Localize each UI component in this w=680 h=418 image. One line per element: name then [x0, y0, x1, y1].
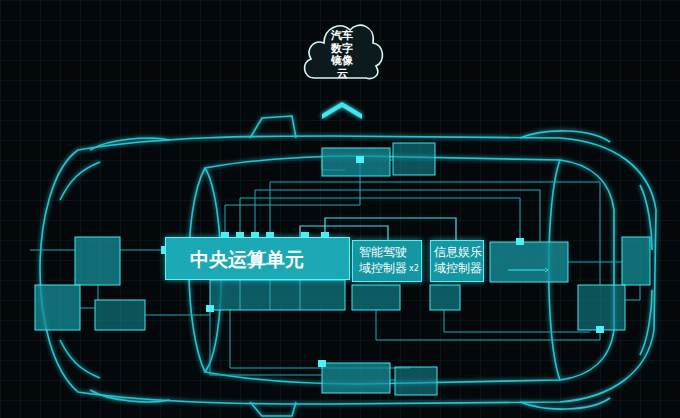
box-label: 信息娱乐域控制器 [434, 245, 482, 276]
module-boxes [35, 143, 650, 395]
multiplier-label: x2 [409, 264, 419, 273]
cloud-node: 汽车数字镜像云 [300, 16, 384, 86]
cloud-label: 汽车数字镜像云 [331, 16, 353, 81]
car-outline [40, 116, 656, 416]
box-label: 中央运算单元 [190, 247, 349, 272]
adas-domain-box: 智能驾驶域控制器 [352, 240, 422, 282]
up-chevron [322, 102, 362, 119]
wiring [30, 160, 640, 380]
infotainment-domain-box: 信息娱乐域控制器 [430, 240, 484, 282]
port-squares [161, 156, 604, 367]
central-unit-box: 中央运算单元 [165, 237, 350, 280]
box-label: 智能驾驶域控制器 [359, 245, 407, 276]
